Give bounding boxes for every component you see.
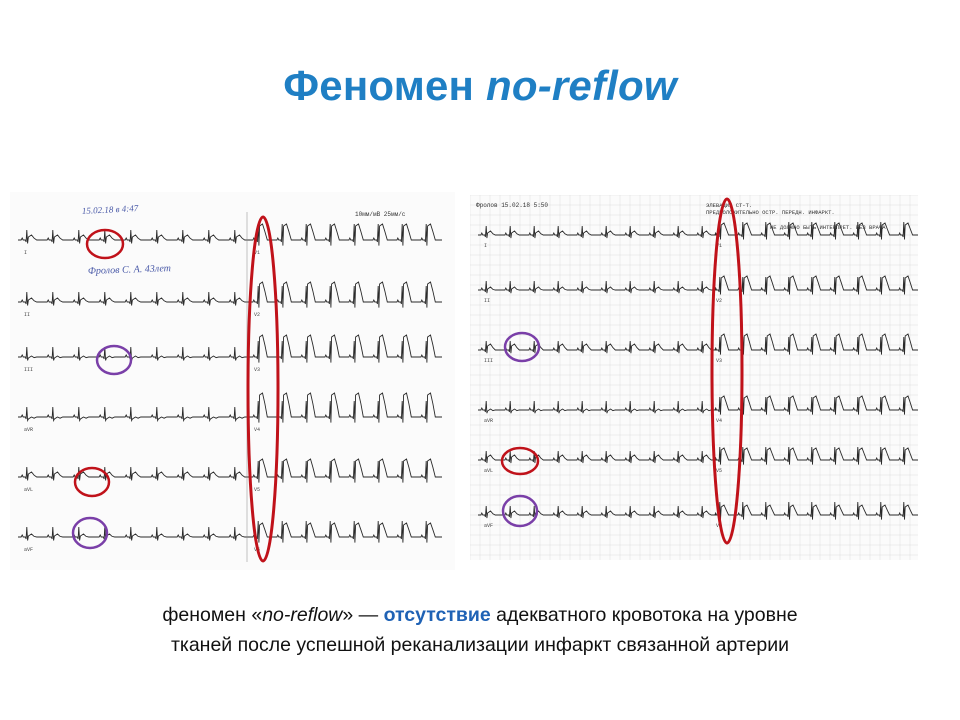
ecg-left-lead-label: V5 xyxy=(254,487,260,493)
ecg-left-date-note: 15.02.18 в 4:47 xyxy=(82,203,139,216)
ecg-left-lead-label: aVL xyxy=(24,487,33,493)
ecg-right-lead-label: V3 xyxy=(716,358,722,364)
ecg-left-trace-chest-2 xyxy=(250,281,442,308)
ecg-right-header-line1: ЭЛЕВАЦИЯ СТ-Т. xyxy=(706,202,752,209)
ecg-right-trace-limb-6 xyxy=(478,505,718,519)
ecg-right-lead-label: aVR xyxy=(484,418,493,424)
ecg-left-traces xyxy=(18,212,442,562)
ecg-left-trace-limb-4 xyxy=(18,406,252,423)
ecg-right-grid xyxy=(470,195,918,560)
ecg-right-lead-label: V4 xyxy=(716,418,722,424)
ecg-right-lead-label: V1 xyxy=(716,243,722,249)
ecg-right-date-note: Фролов 15.02.18 5:50 xyxy=(476,202,548,209)
ecg-right-lead-label: II xyxy=(484,298,490,304)
ecg-right-trace-chest-2 xyxy=(712,275,918,295)
ecg-right-lead-label: aVL xyxy=(484,468,493,474)
ecg-left-lead-label: aVR xyxy=(24,427,33,433)
caption-italic: no-reflow xyxy=(262,604,343,626)
ecg-right-trace-limb-1 xyxy=(478,225,718,239)
caption-highlight: отсутствие xyxy=(383,604,491,626)
ecg-left-trace-chest-6 xyxy=(250,520,442,543)
ecg-right-lead-label: V5 xyxy=(716,468,722,474)
ecg-right-trace-limb-5 xyxy=(478,450,718,464)
ecg-left-trace-chest-4 xyxy=(250,392,442,423)
ecg-left-header-note: 10мм/мВ 25мм/с xyxy=(355,211,406,218)
ecg-left-lead-label: V4 xyxy=(254,427,260,433)
slide-caption: феномен «no-reflow» — отсутствие адекват… xyxy=(40,600,920,660)
ecg-left-annotation-marks xyxy=(71,215,280,563)
caption-part2: » — xyxy=(342,604,384,626)
ecg-left-trace-limb-2 xyxy=(18,291,252,306)
ecg-left-trace-limb-3 xyxy=(18,346,252,361)
ecg-right-red-ellipse-tall xyxy=(710,197,744,545)
ecg-left-red-circle-1 xyxy=(85,228,125,260)
ecg-right-trace-chest-1 xyxy=(712,221,918,240)
title-plain: Феномен xyxy=(283,62,486,109)
ecg-left-lead-label: V1 xyxy=(254,250,260,256)
title-italic: no-reflow xyxy=(485,62,677,109)
ecg-left-lead-label: aVF xyxy=(24,547,33,553)
caption-part3: адекватного кровотока на уровне xyxy=(490,604,798,626)
ecg-right-lead-label: V2 xyxy=(716,298,722,304)
ecg-right-trace-limb-4 xyxy=(478,400,718,414)
ecg-right-red-circle-1 xyxy=(500,446,540,476)
ecg-left-trace-chest-3 xyxy=(250,334,442,363)
ecg-left-patient-note: Фролов С. А. 43лет xyxy=(88,263,171,277)
ecg-right-trace-chest-5 xyxy=(712,446,918,465)
ecg-left-lead-label: I xyxy=(24,250,27,256)
ecg-right-header-line3: НЕ ДОЛЖНО БЫТЬ ИНТЕРПРЕТ. БЕЗ ВРАЧА xyxy=(770,224,886,231)
ecg-left-lead-label: II xyxy=(24,312,30,318)
ecg-left-purple-circle-2 xyxy=(71,516,109,550)
ecg-left-red-circle-2 xyxy=(73,466,111,498)
ecg-left-trace-chest-1 xyxy=(250,223,442,246)
ecg-left-lead-label: V2 xyxy=(254,312,260,318)
ecg-left-lead-label: V3 xyxy=(254,367,260,373)
ecg-left-trace-limb-1 xyxy=(18,229,252,244)
ecg-left-lead-label: III xyxy=(24,367,33,373)
ecg-right-purple-circle-1 xyxy=(503,331,541,363)
ecg-right-purple-circle-2 xyxy=(501,494,539,528)
ecg-right-lead-label: V6 xyxy=(716,523,722,529)
ecg-right-lead-label: aVF xyxy=(484,523,493,529)
ecg-right-trace-limb-2 xyxy=(478,280,718,294)
ecg-left-trace-chest-5 xyxy=(250,458,442,483)
slide-title: Феномен no-reflow xyxy=(0,62,960,110)
ecg-left-red-ellipse-tall xyxy=(246,215,280,563)
ecg-right-lead-label: I xyxy=(484,243,487,249)
caption-line-1: феномен «no-reflow» — отсутствие адекват… xyxy=(40,600,920,630)
ecg-left-purple-circle-1 xyxy=(95,344,133,376)
ecg-right-annotation-marks xyxy=(500,197,744,545)
ecg-left-trace-limb-6 xyxy=(18,526,252,541)
ecg-right-trace-limb-3 xyxy=(478,340,718,354)
caption-part1: феномен « xyxy=(162,604,263,626)
caption-line-2: тканей после успешной реканализации инфа… xyxy=(170,634,790,656)
ecg-right-lead-label: III xyxy=(484,358,493,364)
ecg-right-header-line2: ПРЕДПОЛОЖИТЕЛЬНО ОСТР. ПЕРЕДН. ИНФАРКТ. xyxy=(706,209,835,216)
ecg-right-trace-chest-6 xyxy=(712,501,918,520)
ecg-left-trace-limb-5 xyxy=(18,466,252,481)
